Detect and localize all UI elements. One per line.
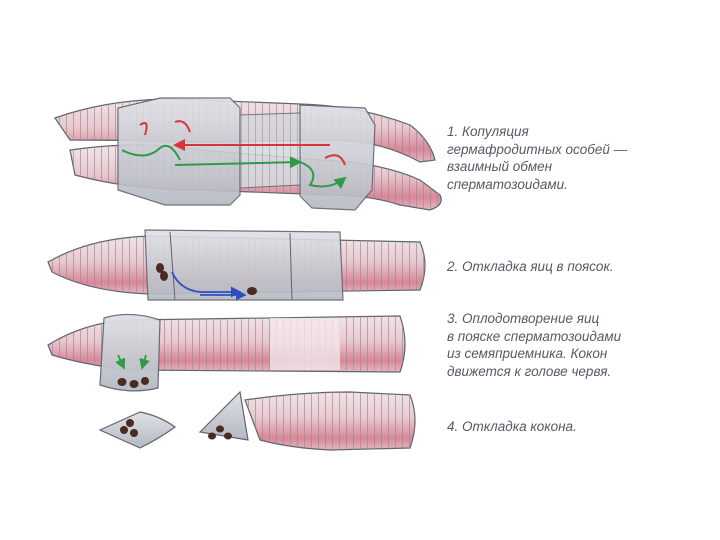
egg-icon xyxy=(247,287,257,295)
egg-icon xyxy=(160,271,168,281)
caption-step4: 4. Откладка кокона. xyxy=(447,418,697,436)
egg-icon xyxy=(126,419,134,427)
stage2-worm-with-eggs xyxy=(48,230,425,300)
cocoon-icon xyxy=(200,392,248,440)
caption-step1: 1. Копуляция гермафродитных особей — вза… xyxy=(447,123,697,193)
egg-icon xyxy=(208,433,216,440)
egg-icon xyxy=(141,377,149,385)
egg-icon xyxy=(216,426,224,433)
cocoon-icon xyxy=(100,412,175,448)
stage4-cocoon-laying xyxy=(100,392,415,450)
caption-step3: 3. Оплодотворение яиц в пояске сперматоз… xyxy=(447,310,697,380)
stage1-copulating-worms xyxy=(55,98,441,210)
stage3-worm-cocoon-moving xyxy=(48,314,405,390)
caption-step2: 2. Откладка яиц в поясок. xyxy=(447,258,697,276)
egg-icon xyxy=(130,380,139,388)
egg-icon xyxy=(130,429,138,437)
egg-icon xyxy=(118,378,127,386)
egg-icon xyxy=(224,433,232,440)
egg-icon xyxy=(120,426,128,434)
